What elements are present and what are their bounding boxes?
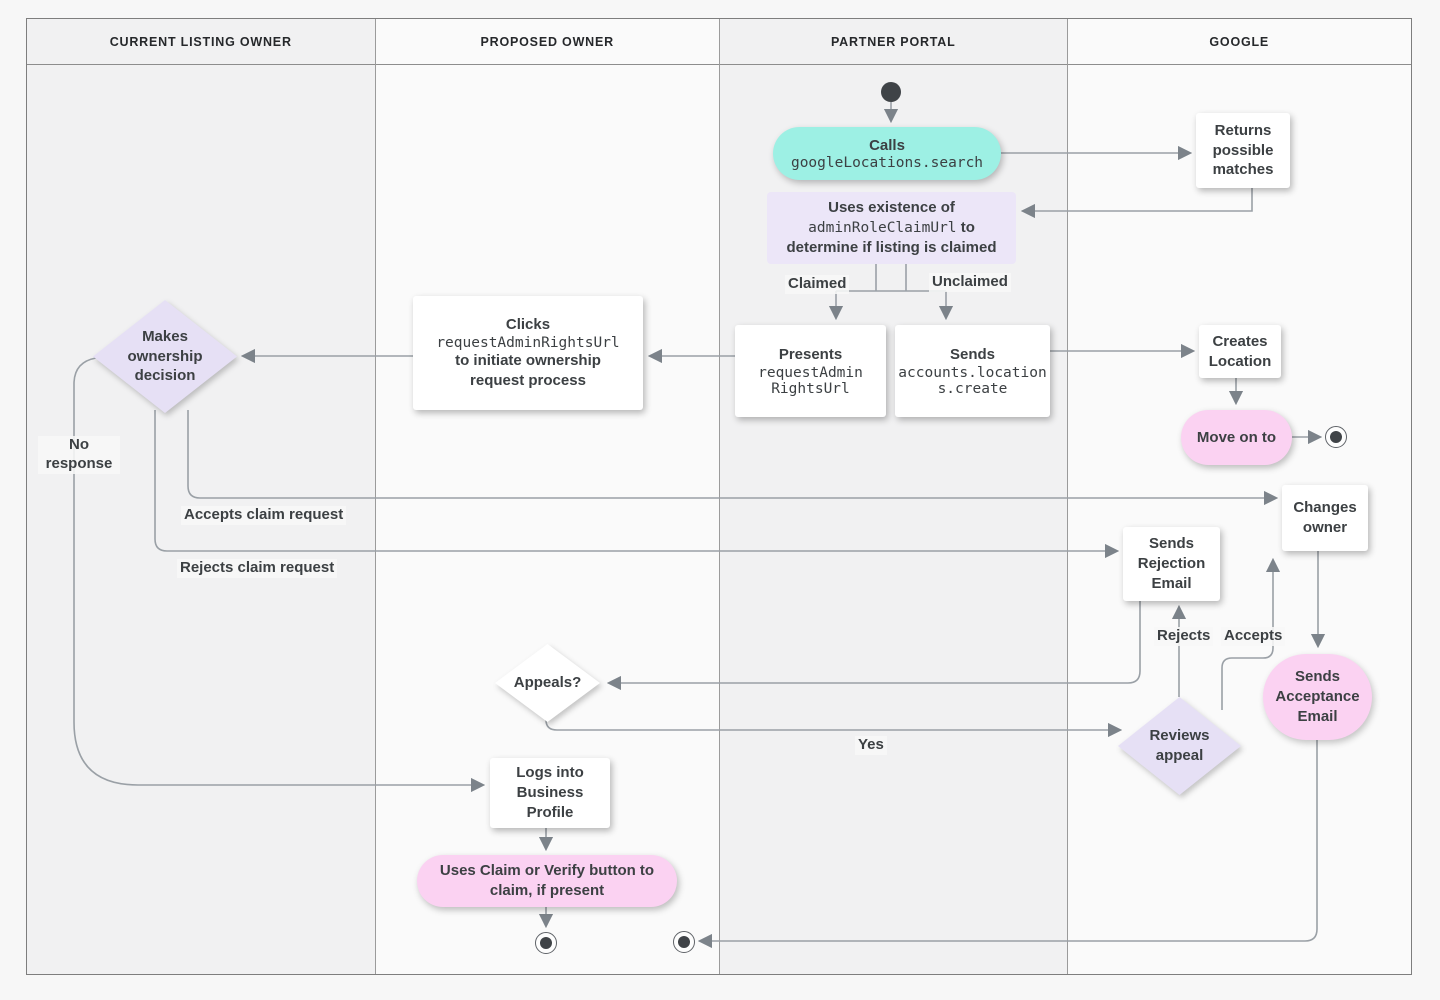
- creates-location-node: Creates Location: [1199, 325, 1281, 378]
- node-label: Returns possible matches: [1212, 121, 1274, 179]
- appeals-decision-node: Appeals?: [495, 644, 600, 722]
- lane-proposed-owner: PROPOSED OWNER: [374, 19, 719, 974]
- node-label: Logs into Business Profile: [516, 764, 584, 821]
- edge-label-claimed: Claimed: [785, 275, 850, 294]
- lane-header-partner-portal: PARTNER PORTAL: [720, 19, 1067, 65]
- node-label: Sends Acceptance Email: [1275, 668, 1360, 725]
- node-label: Appeals?: [513, 674, 582, 692]
- node-label: Uses Claim or Verify button to claim, if…: [439, 862, 655, 899]
- edge-label-accepts: Accepts: [1221, 627, 1286, 646]
- reviews-appeal-node: Reviews appeal: [1118, 697, 1241, 795]
- sends-accounts-locations-create-node: Sends accounts.locations.create: [895, 325, 1050, 417]
- lane-current-listing-owner: CURRENT LISTING OWNER: [27, 19, 375, 974]
- sends-acceptance-email-node: Sends Acceptance Email: [1263, 654, 1372, 740]
- node-label: Reviews appeal: [1149, 727, 1210, 764]
- node-label: Creates Location: [1208, 332, 1272, 370]
- makes-ownership-decision-node: Makes ownership decision: [93, 300, 237, 413]
- edge-label-yes: Yes: [855, 736, 887, 755]
- end-node-acceptance: [673, 931, 695, 953]
- sends-rejection-email-node: Sends Rejection Email: [1123, 527, 1220, 601]
- node-code: requestAdminRightsUrl: [436, 335, 620, 352]
- node-label: Uses existence of: [828, 199, 955, 217]
- move-on-to-node: Move on to: [1181, 410, 1292, 465]
- node-label: to initiate ownership request process: [455, 352, 601, 389]
- end-node-create: [1325, 426, 1347, 448]
- node-label: Move on to: [1196, 428, 1277, 446]
- uses-claim-or-verify-node: Uses Claim or Verify button to claim, if…: [417, 855, 677, 907]
- node-code: requestAdminRightsUrl: [758, 364, 863, 397]
- node-label: Calls: [869, 136, 905, 154]
- node-label: Makes ownership decision: [127, 327, 203, 385]
- presents-requestadminrightsurl-node: Presents requestAdminRightsUrl: [735, 325, 886, 417]
- clicks-requestadminrightsurl-node: Clicks requestAdminRightsUrl to initiate…: [413, 296, 643, 410]
- node-label: Changes owner: [1293, 499, 1357, 536]
- edge-label-accepts-claim-request: Accepts claim request: [181, 506, 347, 525]
- node-label: Presents: [778, 346, 843, 364]
- lane-header-proposed-owner: PROPOSED OWNER: [375, 19, 719, 65]
- node-code: accounts.locations.create: [898, 364, 1047, 397]
- edge-label-rejects: Rejects: [1154, 627, 1214, 646]
- logs-into-business-profile-node: Logs into Business Profile: [490, 758, 610, 828]
- node-label: Sends: [949, 346, 995, 364]
- node-label: to determine if listing is claimed: [786, 218, 997, 257]
- calls-googlelocations-search-node: Calls googleLocations.search: [773, 127, 1001, 180]
- edge-label-no-response: No response: [38, 436, 120, 474]
- start-node: [881, 82, 901, 102]
- node-code: adminRoleClaimUrl: [808, 219, 957, 236]
- node-code: googleLocations.search: [790, 155, 984, 172]
- end-node-claim: [535, 932, 557, 954]
- node-label: Sends Rejection Email: [1137, 535, 1206, 592]
- uses-existence-node: Uses existence of adminRoleClaimUrl to d…: [767, 192, 1016, 264]
- changes-owner-node: Changes owner: [1282, 485, 1368, 551]
- lane-header-google: GOOGLE: [1067, 19, 1411, 65]
- edge-label-rejects-claim-request: Rejects claim request: [177, 559, 338, 578]
- returns-possible-matches-node: Returns possible matches: [1196, 113, 1290, 188]
- lane-header-current-listing-owner: CURRENT LISTING OWNER: [27, 19, 375, 65]
- edge-label-unclaimed: Unclaimed: [929, 273, 1011, 292]
- node-label: Clicks: [505, 316, 551, 334]
